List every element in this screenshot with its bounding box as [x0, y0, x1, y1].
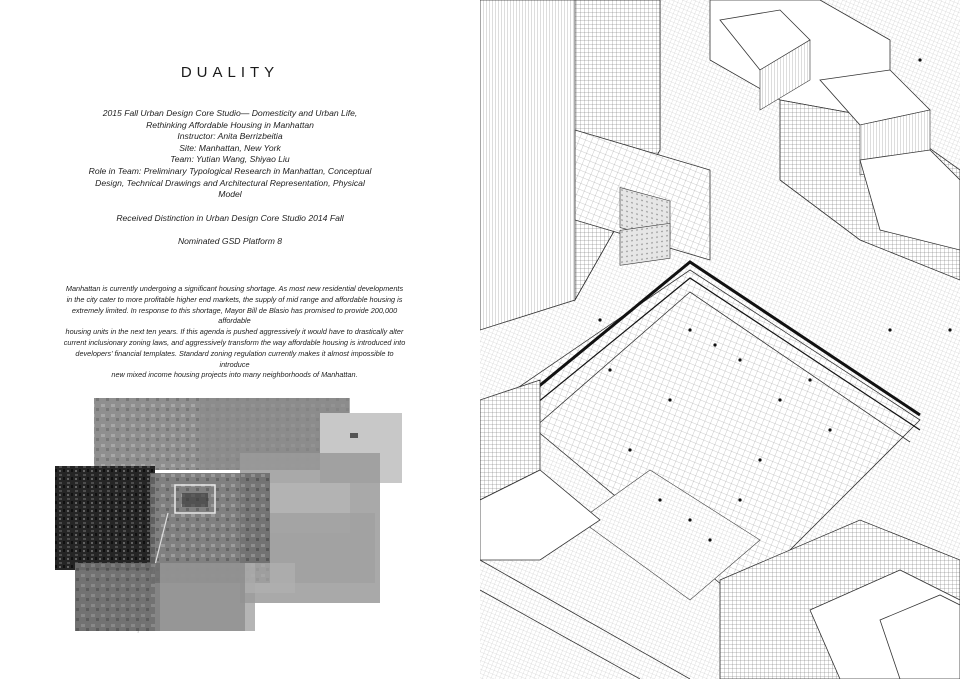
site: Site: Manhattan, New York [179, 142, 281, 153]
abstract-line: extremely limited. In response to this s… [71, 305, 398, 326]
project-meta: 2015 Fall Urban Design Core Studio— Dome… [80, 108, 380, 248]
abstract-line: current inclusionary zoning laws, and ag… [63, 337, 406, 347]
course-line: 2015 Fall Urban Design Core Studio— Dome… [102, 108, 358, 118]
aerial-photo-collage [50, 393, 410, 635]
distinction: Received Distinction in Urban Design Cor… [116, 212, 344, 223]
course-line: Rethinking Affordable Housing in Manhatt… [146, 119, 314, 130]
spacer [80, 224, 380, 236]
aerial-collage-graphic [55, 398, 402, 634]
abstract-line: Manhattan is currently undergoing a sign… [65, 284, 404, 293]
instructor: Instructor: Anita Berrizbeitia [177, 131, 283, 142]
nomination: Nominated GSD Platform 8 [177, 236, 283, 247]
axonometric-graphic [480, 0, 960, 679]
abstract-line: housing units in the next ten years. If … [65, 327, 404, 337]
abstract-line: new mixed income housing projects into m… [111, 370, 358, 380]
role-line: Model [218, 189, 242, 200]
role-line: Role in Team: Preliminary Typological Re… [88, 165, 372, 176]
abstract-line: developers' financial templates. Standar… [75, 348, 394, 369]
abstract-line: in the city cater to more profitable hig… [66, 294, 403, 304]
project-title: DUALITY [180, 64, 280, 81]
abstract: Manhattan is currently undergoing a sign… [62, 284, 407, 381]
role-line: Design, Technical Drawings and Architect… [95, 177, 365, 188]
left-page: DUALITY 2015 Fall Urban Design Core Stud… [50, 64, 410, 635]
axonometric-drawing [480, 0, 960, 679]
team: Team: Yutian Wang, Shiyao Liu [170, 154, 290, 165]
spacer [80, 201, 380, 213]
